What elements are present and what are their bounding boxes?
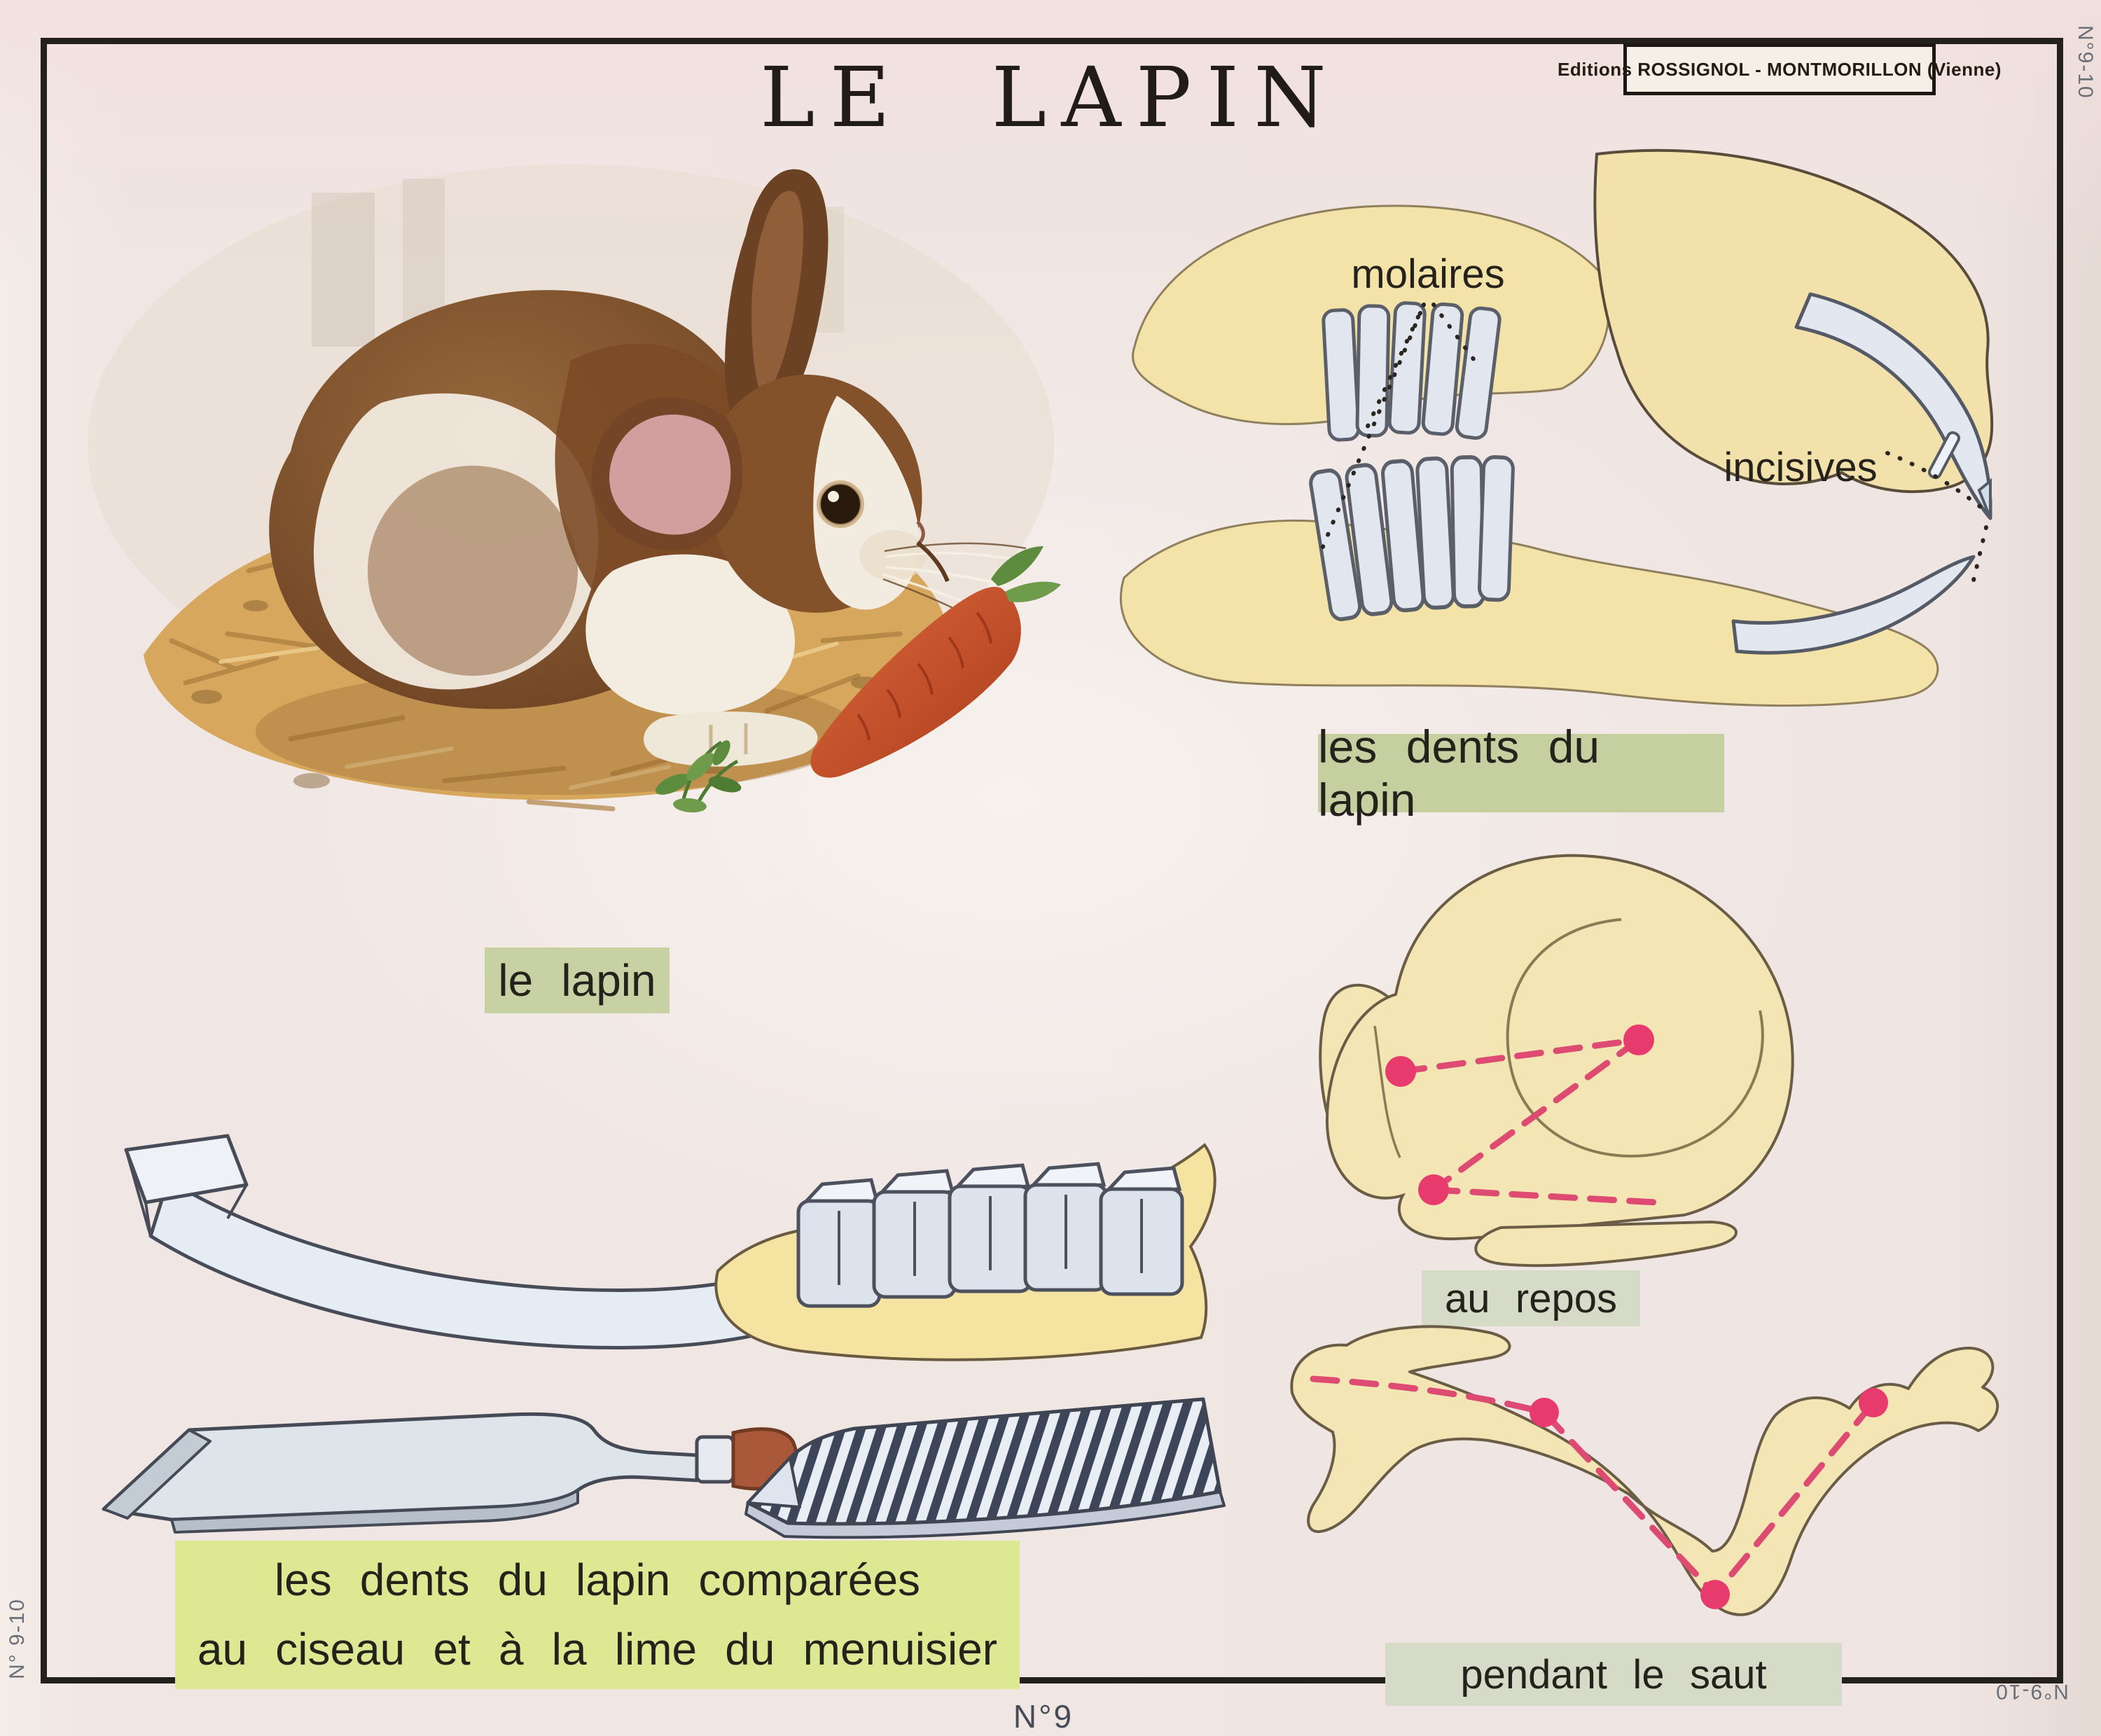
caption-le-lapin: le lapin	[485, 947, 670, 1013]
rabbit-painting	[81, 151, 1096, 935]
caption-au-repos: au repos	[1422, 1270, 1640, 1326]
lower-incisor	[1731, 555, 1976, 655]
resting-foot	[1474, 1220, 1738, 1268]
rabbit-chest	[585, 554, 795, 716]
label-incisives: incisives	[1724, 445, 1878, 490]
jumping-body	[1290, 1325, 1999, 1616]
caption-tools-line2: au ciseau et à la lime du menuisier	[197, 1624, 998, 1674]
rabbit-ear-inner-pink	[609, 414, 731, 535]
rabbit-painting-svg	[88, 165, 1061, 813]
edge-mark-right-top: N°9-10	[2074, 25, 2097, 99]
carrot-greens	[991, 546, 1061, 602]
upper-molars	[1323, 303, 1501, 440]
spine-dashed-lines	[1397, 1036, 1672, 1207]
jumping-rabbit-svg	[1290, 1325, 1999, 1616]
skull-snout	[1593, 148, 1994, 494]
chisel	[102, 1412, 799, 1534]
plate-number: N°9	[1013, 1698, 1074, 1735]
lower-molars	[1309, 457, 1513, 620]
edge-mark-left-bottom: N° 9-10	[6, 1598, 29, 1680]
greens-tuft	[655, 740, 742, 813]
tools-svg	[102, 1134, 1226, 1539]
file	[744, 1397, 1226, 1539]
joint-dots	[1385, 1025, 1654, 1205]
caption-pendant-le-saut: pendant le saut	[1385, 1643, 1842, 1706]
teeth-diagram	[1114, 137, 2038, 718]
caption-tools-comparison: les dents du lapin comparées au ciseau e…	[175, 1541, 1020, 1689]
resting-rabbit-svg	[1319, 854, 1794, 1268]
carrot-ridges	[857, 611, 992, 741]
caption-tools-line1: les dents du lapin comparées	[274, 1554, 921, 1605]
chisel-ferrule	[695, 1435, 735, 1484]
publisher-stamp-text: Editions ROSSIGNOL - MONTMORILLON (Vienn…	[1558, 58, 2002, 80]
haunch-line	[1506, 918, 1764, 1158]
resting-rabbit-diagram	[1292, 830, 1824, 1278]
publisher-stamp: Editions ROSSIGNOL - MONTMORILLON (Vienn…	[1558, 43, 2001, 95]
molars-enlarged	[714, 1143, 1216, 1361]
caption-les-dents-du-lapin: les dents du lapin	[1318, 721, 1724, 826]
second-incisor-peg	[1927, 431, 1961, 480]
border-frame	[41, 38, 2063, 1683]
jumping-rabbit-diagram	[1271, 1320, 2013, 1712]
lower-jaw-fragment	[1119, 519, 1939, 707]
carrot	[810, 586, 1021, 778]
teeth-diagram-svg	[1119, 148, 1994, 707]
rabbit-front-paws	[643, 711, 818, 767]
spine-dashed-line	[1310, 1375, 1877, 1599]
dotted-leader-lines	[1320, 303, 1988, 588]
joint-dots	[1530, 1388, 1888, 1609]
poster-title: LE LAPIN	[760, 49, 1341, 146]
label-molaires: molaires	[1351, 251, 1505, 297]
rabbit-figure	[256, 169, 1061, 813]
tools-illustrations	[84, 1113, 1226, 1576]
